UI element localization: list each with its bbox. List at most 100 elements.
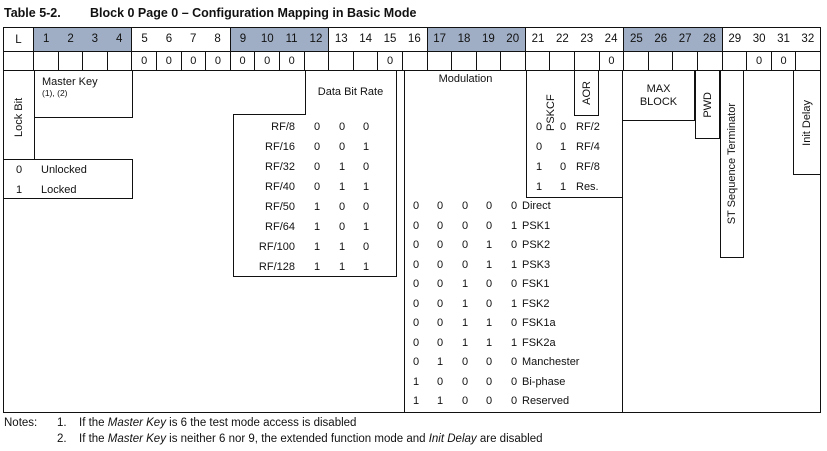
dbr-bottom-line bbox=[233, 276, 397, 277]
lock-column-header: L bbox=[4, 28, 34, 51]
lock-bit-label: Lock Bit bbox=[13, 97, 25, 137]
aor-box: AOR bbox=[574, 71, 599, 116]
bit-value-cell bbox=[83, 52, 108, 70]
modulation-bit: 0 bbox=[510, 356, 518, 368]
modulation-bit: 1 bbox=[436, 395, 444, 407]
lock-bit-value: 1 bbox=[15, 184, 23, 196]
bit-value-cell bbox=[723, 52, 748, 70]
modulation-bit: 0 bbox=[510, 375, 518, 388]
data-bit-rate-bit: 0 bbox=[313, 141, 321, 153]
data-bit-rate-value: RF/50 bbox=[265, 201, 295, 213]
modulation-name: Manchester bbox=[522, 356, 580, 368]
bit-number: 24 bbox=[604, 33, 618, 45]
modulation-name: FSK1a bbox=[522, 317, 556, 329]
bit-number: 32 bbox=[801, 33, 815, 45]
dbr-header-left-line bbox=[305, 71, 306, 114]
data-bit-rate-bit: 0 bbox=[313, 161, 321, 173]
data-bit-rate-value: RF/128 bbox=[258, 261, 295, 273]
bit-value-cell bbox=[428, 52, 453, 70]
pskcf-value: RF/2 bbox=[576, 121, 600, 133]
bit-number: 26 bbox=[654, 33, 668, 45]
lock-bit-value: 0 bbox=[15, 164, 23, 176]
pskcf-bit: 1 bbox=[535, 181, 543, 193]
data-bit-rate-bit: 1 bbox=[338, 241, 346, 253]
note-text-italic: Master Key bbox=[107, 417, 166, 429]
modulation-bit: 1 bbox=[485, 317, 493, 329]
modulation-bit: 0 bbox=[461, 258, 469, 271]
dbr-step-line bbox=[233, 114, 306, 115]
modulation-bit: 0 bbox=[510, 317, 518, 329]
bit-value-cell bbox=[526, 52, 551, 70]
bit-number: 31 bbox=[777, 33, 790, 45]
init-delay-label: Init Delay bbox=[801, 99, 814, 146]
modulation-bit: 1 bbox=[510, 258, 518, 271]
bit-value-cell bbox=[4, 52, 34, 70]
note-text-italic: Init Delay bbox=[428, 433, 477, 445]
pskcf-value: Res. bbox=[576, 181, 599, 193]
table-caption: Block 0 Page 0 – Configuration Mapping i… bbox=[90, 6, 417, 20]
max-block-box: MAX BLOCK bbox=[623, 71, 695, 121]
bit-value-cell bbox=[305, 52, 330, 70]
bit-value-cell: 0 bbox=[378, 52, 403, 70]
bit-number: 20 bbox=[506, 33, 520, 45]
note-text-part: If the bbox=[79, 417, 108, 429]
data-bit-rate-bit: 0 bbox=[362, 161, 370, 173]
modulation-name: Reserved bbox=[522, 395, 570, 407]
pskcf-bit: 0 bbox=[535, 121, 543, 133]
bit-number: 3 bbox=[91, 33, 99, 45]
bit-value-cell: 0 bbox=[600, 52, 625, 70]
data-bit-rate-value: RF/64 bbox=[265, 221, 295, 233]
dbr-left-line bbox=[233, 114, 234, 277]
bit-value-cell: 0 bbox=[157, 52, 182, 70]
dbr-right-line bbox=[396, 71, 397, 277]
aor-label: AOR bbox=[580, 81, 593, 105]
modulation-bit: 1 bbox=[510, 336, 518, 349]
data-bit-rate-bit: 0 bbox=[338, 141, 346, 153]
notes-label: Notes: bbox=[4, 417, 38, 429]
modulation-bit: 1 bbox=[436, 356, 444, 368]
data-bit-rate-label: Data Bit Rate bbox=[317, 85, 384, 98]
data-bit-rate-value: RF/100 bbox=[258, 241, 295, 253]
modulation-bit: 0 bbox=[461, 356, 469, 368]
bit-value-cell bbox=[34, 52, 59, 70]
bit-value-cell: 0 bbox=[747, 52, 772, 70]
data-bit-rate-bit: 1 bbox=[362, 221, 370, 233]
bit-number: 28 bbox=[703, 33, 716, 45]
data-bit-rate-bit: 1 bbox=[338, 181, 346, 193]
modulation-bit: 0 bbox=[412, 297, 420, 310]
modulation-bit: 1 bbox=[461, 278, 469, 290]
bit-value-cell bbox=[796, 52, 820, 70]
bit-number: 10 bbox=[260, 33, 274, 45]
bit-number: 23 bbox=[580, 33, 594, 45]
bit-number: 6 bbox=[165, 33, 173, 45]
modulation-bit: 0 bbox=[461, 219, 469, 232]
note-number: 1. bbox=[57, 417, 67, 429]
bit-number: 12 bbox=[309, 33, 323, 45]
modulation-bit: 0 bbox=[436, 297, 444, 310]
modulation-bit: 0 bbox=[436, 336, 444, 349]
master-key-note-refs: (1), (2) bbox=[42, 88, 68, 98]
modulation-bit: 1 bbox=[412, 395, 420, 407]
bit-value-cell bbox=[354, 52, 379, 70]
modulation-bit: 0 bbox=[436, 239, 444, 251]
pskcf-bit: 1 bbox=[535, 161, 543, 173]
pskcf-bit: 0 bbox=[559, 121, 567, 133]
data-bit-rate-bit: 1 bbox=[313, 261, 321, 273]
bit-number: 13 bbox=[334, 33, 348, 45]
data-bit-rate-bit: 1 bbox=[313, 241, 321, 253]
bit-value-cell bbox=[624, 52, 649, 70]
data-bit-rate-bit: 0 bbox=[313, 181, 321, 193]
